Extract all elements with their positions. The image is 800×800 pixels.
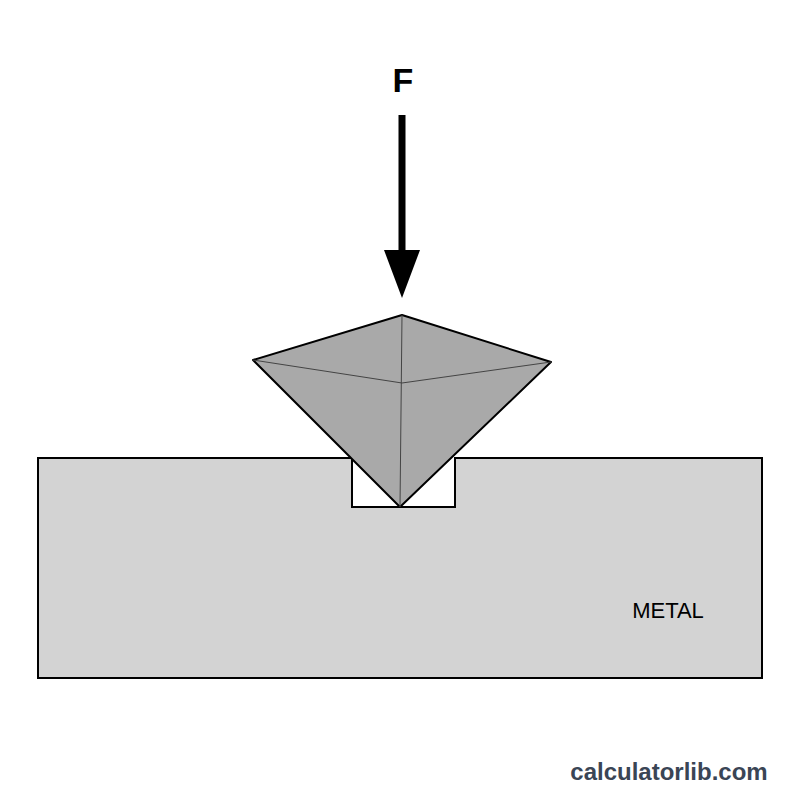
indenter-edge — [400, 315, 402, 507]
pyramid-indenter — [253, 315, 551, 507]
force-arrow — [399, 115, 406, 252]
indenter-edge — [253, 360, 551, 383]
metal-block: METAL — [38, 458, 762, 678]
force-label: F — [393, 61, 414, 100]
watermark: calculatorlib.com — [570, 758, 767, 786]
force-arrowhead — [384, 250, 420, 298]
material-label: METAL — [632, 598, 704, 624]
